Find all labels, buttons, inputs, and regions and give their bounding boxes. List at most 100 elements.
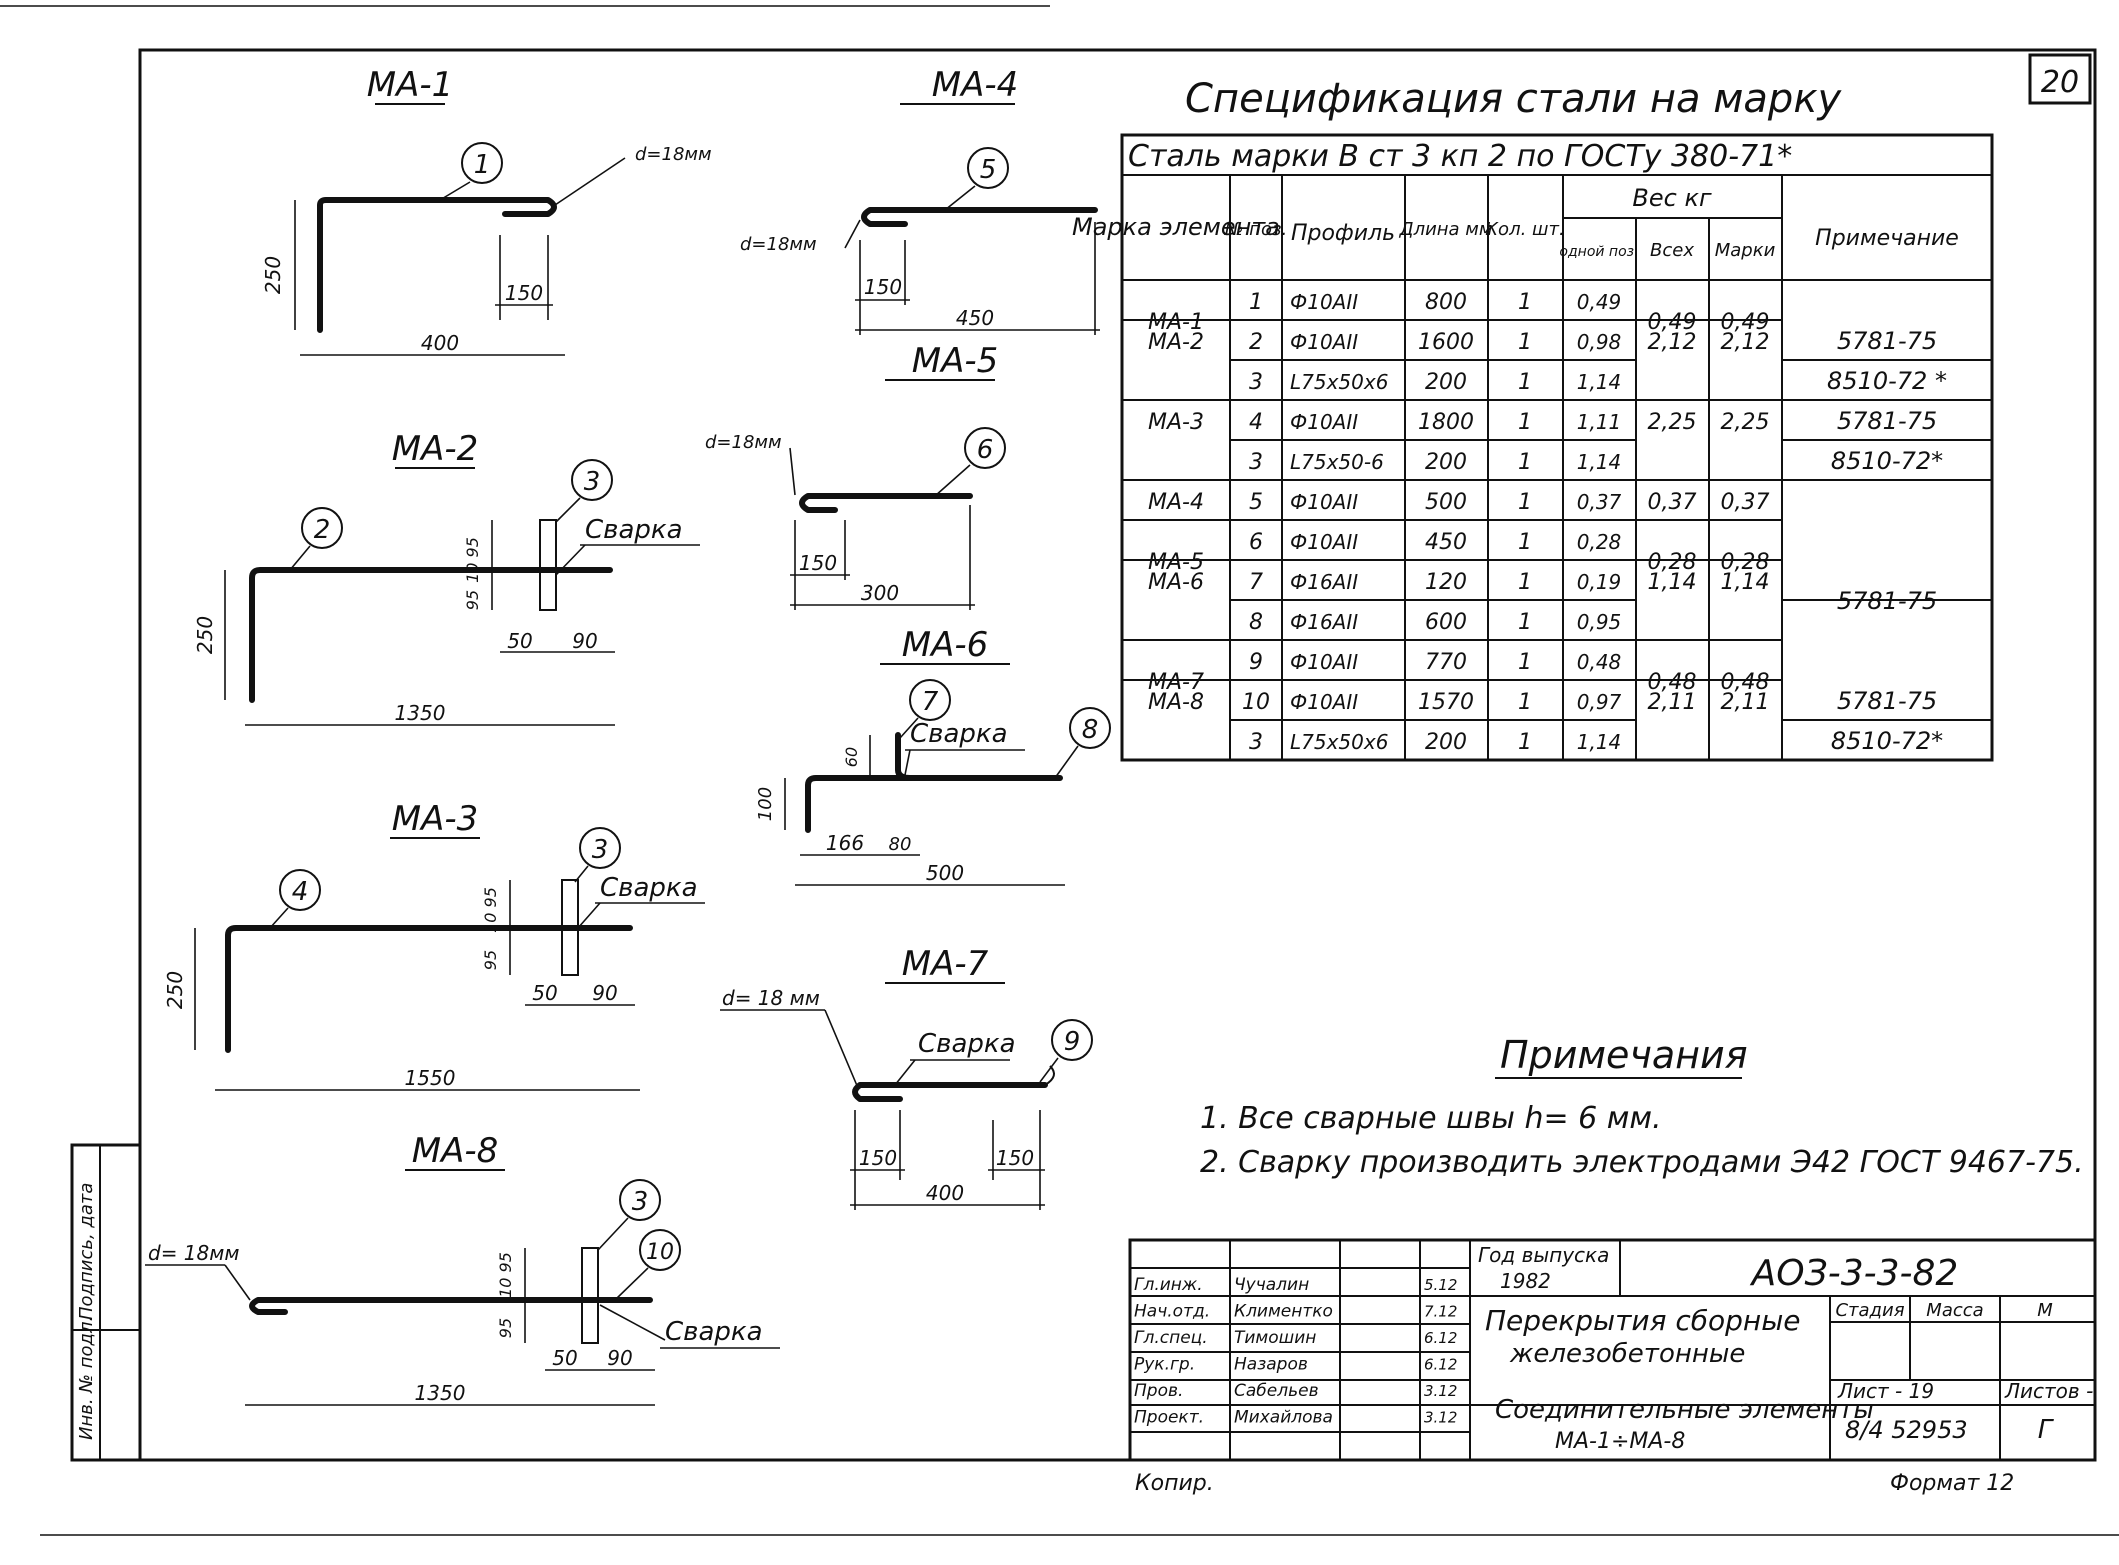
ma3-dim-d: 10 95: [481, 887, 500, 933]
ma2-pos-angle-circle: [571, 459, 613, 501]
drawing-ma8: МА-8 3 10 Сварка d= 18мм 10 95 95 50 90 …: [145, 1131, 780, 1406]
hdr-note: Примечание: [1815, 226, 1959, 251]
hdr-w-all: Всех: [1650, 240, 1694, 261]
ma6-stud: [895, 732, 913, 781]
ma7-title: МА-7: [902, 944, 989, 984]
cell-qty: 1: [1518, 730, 1532, 755]
ma3-pos-angle: 3: [592, 835, 609, 865]
ma3-pos-bar-circle: [279, 869, 321, 911]
cell-pos: 10: [1242, 690, 1270, 715]
drawing-ma3: МА-3 4 3 Сварка 10 95 95 250 50 90 1550: [163, 799, 705, 1091]
cell-qty: 1: [1518, 330, 1532, 355]
cell-w-all: 0,48: [1648, 670, 1697, 695]
tb-staff-role: Нач.отд.: [1134, 1302, 1210, 1322]
cell-note: 8510-72*: [1831, 447, 1943, 475]
cell-mark: МА-3: [1148, 410, 1204, 435]
cell-length: 120: [1425, 570, 1467, 595]
ma3-weld: Сварка: [600, 873, 698, 903]
ma4-dim-hook: 150: [864, 275, 902, 299]
cell-w-mark: 0,48: [1721, 670, 1770, 695]
cell-w-one: 0,48: [1577, 650, 1622, 674]
ma3-bar: [225, 925, 633, 1053]
ma8-dim-c: 95: [496, 1318, 515, 1338]
ma3-leader-angle: [574, 865, 589, 883]
cell-w-one: 0,95: [1577, 610, 1622, 634]
cell-profile: Ф10АII: [1290, 650, 1358, 674]
cell-qty: 1: [1518, 490, 1532, 515]
ma8-weld: Сварка: [665, 1317, 763, 1347]
cell-w-one: 0,37: [1577, 490, 1622, 514]
cell-w-one: 0,97: [1577, 690, 1622, 714]
hdr-pos: № поз.: [1224, 219, 1288, 240]
tb-staff-name: Михайлова: [1234, 1408, 1333, 1428]
tb-staff-role: Проект.: [1134, 1408, 1204, 1428]
cell-qty: 1: [1518, 570, 1532, 595]
tb-staff-name: Тимошин: [1234, 1328, 1316, 1348]
footer-format: Формат 12: [1890, 1471, 2014, 1496]
hdr-profile: Профиль: [1291, 221, 1395, 246]
cell-qty: 1: [1518, 370, 1532, 395]
cell-profile: Ф10АII: [1290, 330, 1358, 354]
ma3-dim-l: 1550: [405, 1066, 456, 1090]
hdr-w-one: одной поз.: [1559, 244, 1638, 260]
ma7-dim-a: 150: [859, 1146, 897, 1170]
cell-mark: МА-1: [1148, 310, 1204, 335]
ma7-weld-leader: [894, 1059, 916, 1086]
cell-mark: МА-7: [1148, 670, 1204, 695]
cell-w-all: 0,49: [1648, 310, 1697, 335]
cell-note: 5781-75: [1837, 587, 1937, 615]
ma8-dim-l: 1350: [415, 1381, 466, 1405]
notes-block: Примечания 1. Все сварные швы h= 6 мм. 2…: [1200, 1033, 2084, 1180]
ma2-dim-h: 250: [193, 616, 217, 654]
spec-steel-row: Сталь марки В ст 3 кп 2 по ГОСТу 380-71*: [1128, 139, 1792, 174]
ma7-leader: [1039, 1057, 1059, 1083]
cell-pos: 4: [1249, 410, 1263, 435]
drawing-ma2: МА-2 2 3 Сварка 10 95 95 250 50 90 1350: [193, 429, 700, 726]
ma1-pos-circle: [461, 142, 503, 184]
ma5-dim-l: 300: [861, 581, 899, 605]
cell-length: 200: [1425, 450, 1467, 475]
ma7-bar: [852, 1082, 1048, 1102]
ma6-dim-h: 100: [755, 787, 776, 821]
cell-pos: 3: [1249, 450, 1263, 475]
ma6-dim-b: 80: [889, 834, 912, 855]
tb-year-label: Год выпуска: [1478, 1243, 1609, 1267]
ma6-leader-a: [899, 717, 919, 739]
tb-archive: 8/4 52953: [1845, 1416, 1968, 1444]
ma6-weld: Сварка: [910, 719, 1008, 749]
hdr-w-mark: Марки: [1715, 240, 1776, 261]
cell-w-all: 1,14: [1648, 570, 1697, 595]
ma2-dim-b: 90: [572, 629, 597, 653]
ma4-d-label: d=18мм: [740, 234, 817, 255]
ma8-pos-angle: 3: [632, 1187, 649, 1217]
ma4-pos-circle: [967, 147, 1009, 189]
cell-length: 450: [1425, 530, 1467, 555]
ma1-bar: [317, 197, 557, 333]
cell-mark: МА-8: [1148, 690, 1204, 715]
tb-project-line1: Перекрытия сборные: [1485, 1304, 1801, 1337]
cell-w-all: 2,11: [1648, 690, 1697, 715]
tb-mass-label: Масса: [1926, 1300, 1983, 1321]
tb-staff-date: 6.12: [1424, 1329, 1457, 1347]
ma5-dim-hook: 150: [799, 551, 837, 575]
ma2-dim-l: 1350: [395, 701, 446, 725]
cell-note: 5781-75: [1837, 327, 1937, 355]
tb-staff-date: 5.12: [1424, 1276, 1457, 1294]
spec-title: Спецификация стали на марку: [1185, 76, 1842, 122]
side-stamp: Инв. № подл. Подпись, дата: [70, 1143, 142, 1462]
drawing-ma1: МА-1 1 d=18мм 250 400 150: [261, 65, 712, 356]
ma1-dim-hook: 150: [505, 281, 543, 305]
cell-pos: 2: [1249, 330, 1263, 355]
cell-w-mark: 2,11: [1721, 690, 1770, 715]
ma5-pos: 6: [977, 435, 994, 465]
ma2-leader-angle: [555, 497, 581, 523]
spec-table: Спецификация стали на марку Сталь марки …: [1072, 76, 1994, 762]
ma6-pos-b-circle: [1069, 707, 1111, 749]
cell-w-all: 0,37: [1648, 490, 1697, 515]
ma2-leader-bar: [289, 545, 311, 571]
ma6-pos-a-circle: [909, 679, 951, 721]
ma6-weld-leader: [904, 749, 911, 776]
ma3-dim-b: 90: [592, 981, 617, 1005]
ma5-d-label: d=18мм: [705, 432, 782, 453]
